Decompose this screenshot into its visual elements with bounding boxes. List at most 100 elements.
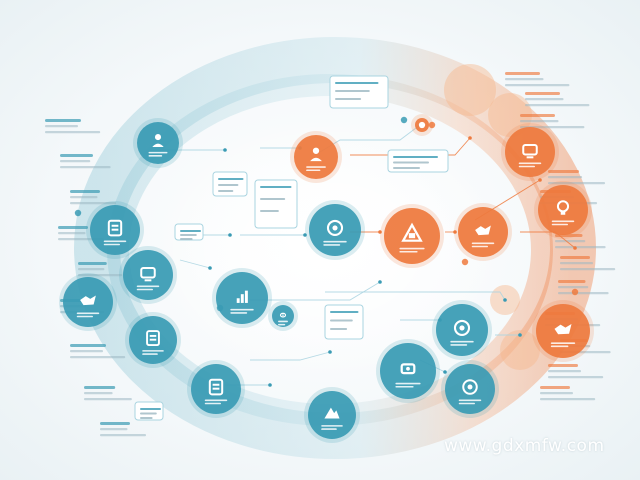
- center-left-card-line-2: [260, 210, 279, 212]
- label-line-left-6-1: [70, 356, 126, 359]
- target-icon-caption-0: [450, 340, 474, 343]
- node-10: [432, 300, 492, 360]
- accent-dot-1: [571, 288, 579, 296]
- lightbulb-icon-caption-0: [551, 220, 575, 223]
- link-icon-dot: [406, 366, 410, 371]
- computer-icon-caption-0: [518, 162, 542, 165]
- label-line-right-5-0: [555, 240, 586, 243]
- label-line-left-6-0: [70, 350, 103, 353]
- target-icon-inner: [459, 325, 465, 331]
- connector-dot-15: [443, 370, 447, 374]
- watermark-text: www.gdxmfw.com: [444, 436, 605, 456]
- globe-icon-caption-0: [323, 240, 347, 243]
- connector-line-1: [350, 137, 471, 156]
- connector-dot-5: [453, 230, 457, 234]
- label-line-left-4-0: [78, 268, 105, 271]
- label-heading-left-0: [45, 119, 81, 122]
- connector-line-9: [325, 291, 506, 301]
- label-line-right-6-0: [560, 262, 593, 265]
- document-icon-caption-0: [103, 240, 127, 243]
- lightbulb-icon-caption-1: [551, 223, 568, 226]
- node-2-circle: [123, 250, 173, 300]
- node-1: [86, 201, 144, 259]
- people-icon-body: [152, 143, 164, 147]
- connector-dot-16: [268, 383, 272, 387]
- accent-dot-2: [461, 258, 469, 266]
- label-line-left-1-0: [60, 160, 91, 163]
- connector-dot-12: [223, 148, 227, 152]
- bottom-left-card-frame: [134, 401, 164, 421]
- label-heading-left-4: [78, 262, 107, 265]
- node-14: [380, 204, 444, 268]
- label-line-right-10-0: [548, 370, 581, 373]
- link-icon-caption-0: [395, 382, 421, 385]
- node-13-circle: [294, 135, 338, 179]
- center-text-block-line-2: [393, 167, 420, 169]
- scale-icon-caption-0: [399, 247, 425, 250]
- bottom-left-card: [134, 401, 164, 421]
- chart-icon-bar-2: [244, 290, 248, 303]
- label-heading-right-6: [560, 256, 590, 259]
- hand-icon-shape: [475, 225, 491, 236]
- label-line-left-7-0: [84, 392, 113, 395]
- label-line-left-0-1: [45, 131, 101, 134]
- handshake-icon-caption-0: [550, 342, 576, 344]
- connector-dot-14: [328, 350, 332, 354]
- center-left-card-line-1: [260, 198, 286, 200]
- lightbulb-icon-base: [560, 211, 566, 215]
- people-icon-caption-0: [148, 151, 168, 154]
- node-9: [376, 339, 440, 403]
- center-left-card-line-0: [260, 186, 292, 188]
- small-card-b-line-1: [180, 234, 197, 236]
- connector-dot-13: [228, 233, 232, 237]
- center-text-block: [387, 149, 449, 173]
- small-card-a-line-1: [218, 184, 239, 186]
- globe-icon-caption-1: [323, 244, 341, 246]
- handshake-icon-caption-0: [76, 312, 100, 315]
- building-icon-frame: [140, 266, 156, 279]
- chart-icon-caption-1: [230, 312, 248, 314]
- document-icon-caption-1: [103, 243, 120, 246]
- label-line-right-1-0: [525, 98, 564, 101]
- small-card-b-line-0: [180, 230, 201, 232]
- handshake-icon-shape: [554, 323, 572, 335]
- link-icon-caption-1: [395, 385, 414, 388]
- scale-icon-caption-1: [399, 250, 418, 253]
- connector-line-14: [250, 351, 331, 361]
- label-heading-right-2: [520, 114, 555, 117]
- chart-icon-bar-1: [240, 294, 244, 303]
- person-icon-caption-1: [306, 169, 321, 172]
- node-16-circle: [538, 185, 588, 235]
- orange-accent-blob-0: [444, 64, 496, 116]
- center-left-card-frame: [254, 179, 298, 229]
- small-card-b: [174, 223, 204, 241]
- label-heading-left-8: [100, 422, 130, 425]
- label-heading-right-7: [558, 280, 586, 283]
- label-line-left-1-1: [60, 166, 111, 169]
- document-icon-page: [107, 219, 123, 237]
- person-icon-body: [310, 157, 322, 162]
- node-3: [212, 268, 272, 328]
- scale-icon-triangle: [401, 222, 423, 242]
- connector-dot-17: [208, 266, 212, 270]
- node-12: [305, 200, 365, 260]
- node-9-circle: [380, 343, 436, 399]
- book-icon-page: [208, 378, 224, 396]
- label-line-left-7-1: [84, 398, 132, 401]
- label-line-right-7-0: [558, 286, 589, 289]
- gear-icon-caption-0: [458, 399, 482, 402]
- label-heading-left-1: [60, 154, 93, 157]
- label-line-right-5-1: [555, 246, 606, 249]
- center-bottom-card: [324, 304, 364, 340]
- label-line-right-11-0: [540, 392, 573, 395]
- connector-line-8: [250, 281, 381, 301]
- top-card: [329, 75, 389, 109]
- connector-dot-6: [538, 178, 542, 182]
- hand-icon-caption-1: [471, 245, 488, 248]
- center-text-block-frame: [387, 149, 449, 173]
- book-icon-caption-0: [142, 350, 164, 352]
- badge-icon-caption-0: [278, 320, 288, 323]
- target-icon-outer: [453, 319, 471, 336]
- target-icon-caption-1: [450, 344, 468, 346]
- label-line-right-2-1: [520, 126, 585, 129]
